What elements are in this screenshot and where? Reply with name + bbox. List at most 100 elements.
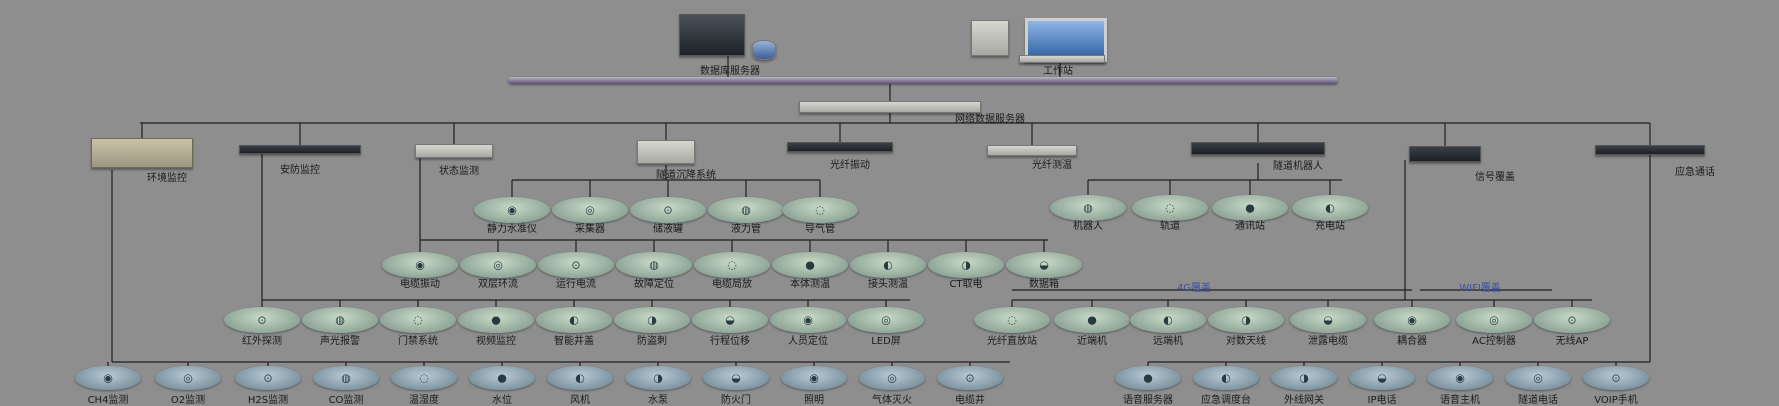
device-thumbnail-icon: ◌ [413, 313, 423, 327]
environment-node-icon: ◐ [547, 366, 613, 390]
device-thumbnail-icon: ◌ [419, 371, 429, 385]
coverage-item-label: 远端机 [1153, 336, 1183, 347]
rack-unit-icon [1191, 142, 1325, 155]
emergency-node-icon: ◎ [1505, 366, 1571, 390]
coverage-item-label: 光纤直放站 [987, 336, 1037, 347]
environment-node-icon: ● [469, 366, 535, 390]
emergency-item-label: IP电话 [1367, 395, 1397, 406]
security-item-label: 人员定位 [788, 336, 828, 347]
environment-item-label: 气体灭火 [872, 395, 912, 406]
device-thumbnail-icon: ◉ [103, 371, 113, 385]
rack-unit-icon [987, 145, 1077, 156]
environment-node-icon: ◒ [703, 366, 769, 390]
device-thumbnail-icon: ◎ [1489, 313, 1499, 327]
system-label: 隧道沉降系统 [656, 170, 716, 181]
environment-item-label: CO监测 [328, 395, 364, 406]
security-node-icon: ◉ [770, 307, 846, 333]
printer-icon [971, 20, 1009, 56]
device-thumbnail-icon: ◉ [809, 371, 819, 385]
settlement-node-icon: ◌ [782, 197, 858, 223]
device-thumbnail-icon: ◎ [183, 371, 193, 385]
status-node-icon: ⊙ [538, 252, 614, 278]
device-thumbnail-icon: ◒ [1377, 371, 1387, 385]
security-node-icon: ◍ [302, 307, 378, 333]
device-thumbnail-icon: ● [1245, 201, 1255, 215]
device-thumbnail-icon: ◐ [1163, 313, 1173, 327]
security-item-label: 防盗刺 [637, 336, 667, 347]
emergency-node-icon: ◑ [1271, 366, 1337, 390]
emergency-item-label: 外线网关 [1284, 395, 1324, 406]
device-thumbnail-icon: ◐ [1325, 201, 1335, 215]
device-thumbnail-icon: ◍ [741, 203, 751, 217]
device-thumbnail-icon: ⊙ [257, 313, 267, 327]
device-thumbnail-icon: ◎ [881, 313, 891, 327]
fiber-unit-icon [787, 142, 893, 152]
device-thumbnail-icon: ◑ [647, 313, 657, 327]
switch-icon [1595, 145, 1705, 155]
network-server-label: 网络数据服务器 [955, 114, 1025, 125]
device-thumbnail-icon: ◐ [569, 313, 579, 327]
device-thumbnail-icon: ◌ [1007, 313, 1017, 327]
security-node-icon: ● [458, 307, 534, 333]
coverage-node-icon: ◎ [1456, 307, 1532, 333]
storage-disk-icon [752, 40, 776, 60]
monitor-icon [1025, 18, 1107, 62]
security-node-icon: ⊙ [224, 307, 300, 333]
emergency-node-icon: ● [1115, 366, 1181, 390]
coverage-node-icon: ◒ [1290, 307, 1366, 333]
device-thumbnail-icon: ◍ [649, 258, 659, 272]
robot-item-label: 机器人 [1073, 221, 1103, 232]
network-server-icon [799, 101, 981, 113]
environment-item-label: 风机 [570, 395, 590, 406]
environment-item-label: 水位 [492, 395, 512, 406]
emergency-item-label: 应急调度台 [1201, 395, 1251, 406]
device-thumbnail-icon: ◐ [575, 371, 585, 385]
coverage-node-icon: ◐ [1130, 307, 1206, 333]
environment-item-label: 防火门 [721, 395, 751, 406]
settlement-item-label: 采集器 [575, 224, 605, 235]
robot-item-label: 轨道 [1160, 221, 1180, 232]
database-server-label: 数据库服务器 [700, 66, 760, 77]
system-label: 信号覆盖 [1475, 172, 1515, 183]
environment-node-icon: ◍ [313, 366, 379, 390]
emergency-node-icon: ◐ [1193, 366, 1259, 390]
status-item-label: 运行电流 [556, 279, 596, 290]
device-thumbnail-icon: ◑ [961, 258, 971, 272]
settlement-node-icon: ◍ [708, 197, 784, 223]
environment-node-icon: ◎ [859, 366, 925, 390]
device-thumbnail-icon: ◉ [1407, 313, 1417, 327]
settlement-item-label: 静力水准仪 [487, 224, 537, 235]
security-node-icon: ◎ [848, 307, 924, 333]
coverage-node-icon: ⊙ [1534, 307, 1610, 333]
coverage-wifi-label: WIFI覆盖 [1459, 283, 1501, 294]
device-thumbnail-icon: ◉ [507, 203, 517, 217]
status-item-label: 双层环流 [478, 279, 518, 290]
environment-item-label: 电缆井 [955, 395, 985, 406]
security-node-icon: ◌ [380, 307, 456, 333]
status-node-icon: ● [772, 252, 848, 278]
emergency-node-icon: ◒ [1349, 366, 1415, 390]
device-thumbnail-icon: ◑ [1299, 371, 1309, 385]
emergency-node-icon: ⊙ [1583, 366, 1649, 390]
robot-node-icon: ◍ [1050, 195, 1126, 221]
settlement-item-label: 液力管 [731, 224, 761, 235]
database-server-icon [679, 14, 745, 56]
panel-icon [637, 140, 695, 164]
security-item-label: 视频监控 [476, 336, 516, 347]
robot-node-icon: ◐ [1292, 195, 1368, 221]
status-item-label: CT取电 [949, 279, 983, 290]
device-thumbnail-icon: ⊙ [663, 203, 673, 217]
environment-node-icon: ◌ [391, 366, 457, 390]
coverage-item-label: 无线AP [1555, 336, 1589, 347]
emergency-item-label: 语音主机 [1440, 395, 1480, 406]
status-item-label: 电缆振动 [400, 279, 440, 290]
device-thumbnail-icon: ◒ [1039, 258, 1049, 272]
status-item-label: 接头测温 [868, 279, 908, 290]
device-thumbnail-icon: ◒ [731, 371, 741, 385]
robot-item-label: 通讯站 [1235, 221, 1265, 232]
coverage-node-icon: ◑ [1208, 307, 1284, 333]
emergency-item-label: VOIP手机 [1594, 395, 1638, 406]
security-item-label: 行程位移 [710, 336, 750, 347]
